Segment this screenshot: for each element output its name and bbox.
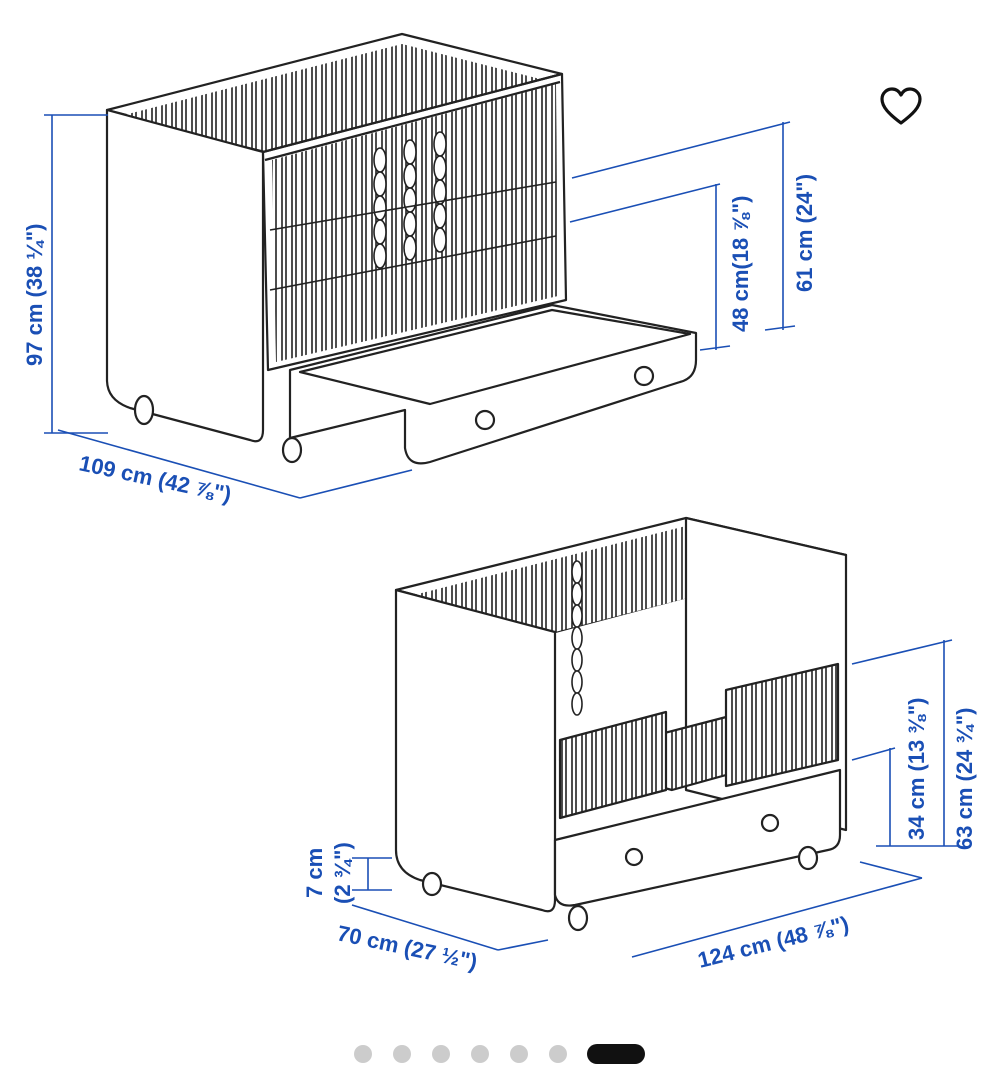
- crib-mattress-low-label: 48 cm(18 ⅞"): [728, 196, 753, 332]
- carousel-dot[interactable]: [393, 1045, 411, 1063]
- crib-length-label: 109 cm (42 ⅞"): [77, 450, 234, 507]
- toddler-leg-height-in-label: (2 ¾"): [330, 842, 355, 904]
- crib-mattress-high-label: 61 cm (24"): [792, 174, 817, 292]
- carousel-dot[interactable]: [549, 1045, 567, 1063]
- toddler-bed-height-label: 34 cm (13 ⅜"): [904, 697, 929, 840]
- toddler-leg-height-cm-label: 7 cm: [302, 848, 327, 898]
- toddler-width-label: 70 cm (27 ½"): [335, 920, 480, 974]
- favorite-button[interactable]: [872, 78, 930, 136]
- toddler-bed-drawing: [394, 516, 848, 932]
- carousel-dot[interactable]: [471, 1045, 489, 1063]
- crib-height-label: 97 cm (38 ¼"): [22, 223, 47, 366]
- crib-dimension-lines: [44, 114, 796, 499]
- carousel-dot-active[interactable]: [587, 1044, 645, 1064]
- carousel-dot[interactable]: [354, 1045, 372, 1063]
- crib-drawing: [105, 32, 698, 465]
- carousel-indicators: [0, 1043, 1000, 1065]
- toddler-length-label: 124 cm (48 ⅞"): [695, 911, 851, 973]
- crib-dimension-drawing: 97 cm (38 ¼") 109 cm (42 ⅞") 48 cm(18 ⅞"…: [22, 32, 977, 975]
- carousel-dot[interactable]: [510, 1045, 528, 1063]
- heart-outline-icon: [880, 87, 922, 125]
- product-image-viewer: 97 cm (38 ¼") 109 cm (42 ⅞") 48 cm(18 ⅞"…: [22, 32, 977, 975]
- carousel-dot[interactable]: [432, 1045, 450, 1063]
- toddler-dimension-lines: [351, 639, 958, 958]
- toddler-total-height-label: 63 cm (24 ¾"): [952, 707, 977, 850]
